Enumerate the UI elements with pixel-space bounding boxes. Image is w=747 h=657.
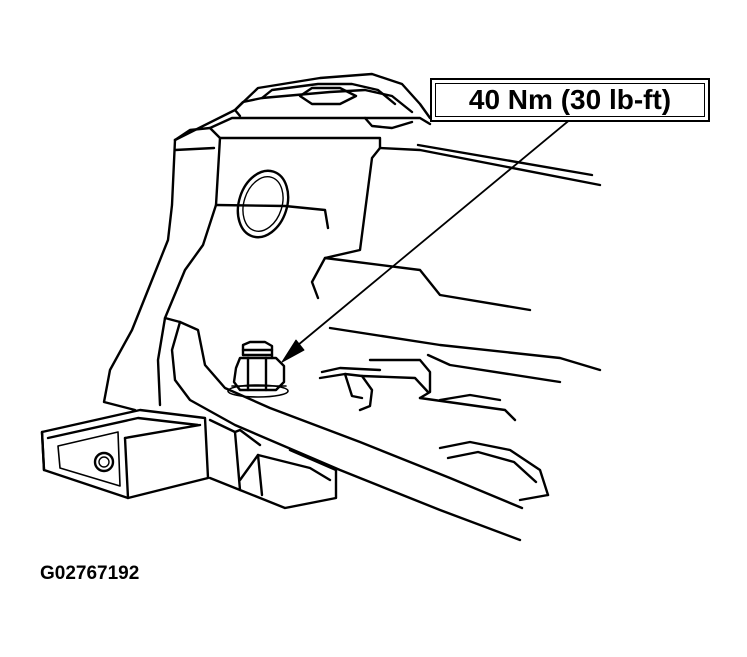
callout-leader-arrow: [281, 118, 572, 363]
torque-callout-box: 40 Nm (30 lb-ft): [430, 78, 710, 122]
vertical-bracket: [104, 118, 600, 410]
bolt-with-nut: [228, 342, 288, 397]
figure-id-label: G02767192: [40, 563, 140, 584]
left-square-tube: [42, 410, 208, 498]
right-lower-component: [440, 442, 548, 500]
curved-rail: [165, 318, 522, 540]
top-mounting-plate: [175, 74, 430, 140]
torque-spec-label: 40 Nm (30 lb-ft): [468, 84, 672, 115]
bracket-oval-hole: [230, 164, 297, 244]
lower-mount-block: [210, 420, 336, 508]
cross-member: [320, 328, 600, 420]
